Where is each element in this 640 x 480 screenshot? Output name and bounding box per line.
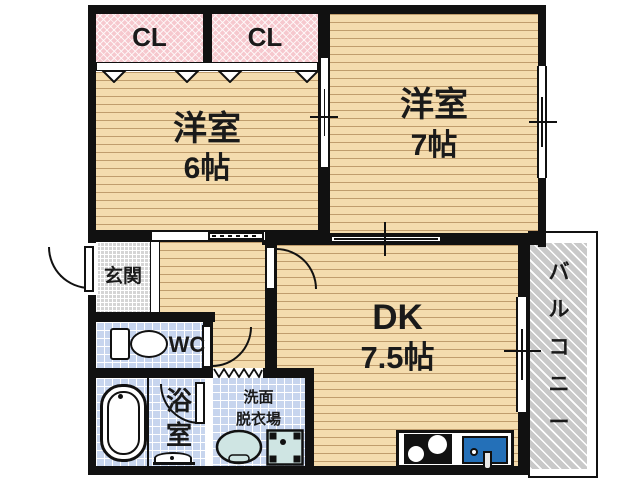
wall-top bbox=[88, 5, 546, 14]
bathroom-door-leaf bbox=[195, 382, 205, 424]
stove-burner-large bbox=[428, 435, 447, 454]
balcony-area bbox=[528, 231, 598, 478]
entrance-step bbox=[150, 242, 160, 312]
toilet-label: WC bbox=[168, 332, 206, 357]
bathroom-label-char: 室 bbox=[165, 419, 192, 450]
bedroom-right-window-tick bbox=[529, 121, 557, 123]
bath-counter-base bbox=[153, 462, 195, 465]
entrance-label: 玄関 bbox=[103, 266, 142, 287]
wall-washroom-east bbox=[305, 370, 314, 466]
bath-partition-line bbox=[147, 378, 149, 466]
balcony-sliding-window-tick bbox=[504, 350, 541, 352]
closet-left-label: CL bbox=[132, 22, 167, 52]
entrance-floor bbox=[96, 242, 150, 312]
dk-floor bbox=[277, 245, 518, 466]
closet-left-floor bbox=[96, 14, 203, 62]
bedroom-left-name: 洋室 bbox=[173, 110, 241, 148]
kitchen-sink-drain bbox=[470, 448, 478, 456]
washbasin-icon bbox=[215, 429, 263, 465]
bedroom-divider-window-tick bbox=[310, 116, 338, 118]
kitchen-faucet bbox=[483, 451, 492, 470]
balcony-label: バ ル コ ニ ー bbox=[545, 254, 573, 441]
closet-right-floor bbox=[212, 14, 318, 62]
balcony-label-char: ー bbox=[548, 410, 570, 434]
window-mullion bbox=[323, 88, 325, 137]
washroom-folding-door-icon bbox=[213, 368, 263, 378]
balcony-label-char: ニ bbox=[548, 373, 570, 397]
wall-entrance-south bbox=[88, 312, 215, 322]
dk-door-leaf bbox=[265, 246, 276, 290]
balcony-label-char: コ bbox=[548, 335, 570, 359]
closet-folding-door-icon bbox=[100, 70, 318, 83]
toilet-door-leaf bbox=[202, 325, 212, 368]
washing-machine-icon bbox=[266, 429, 304, 466]
dk-size: 7.5帖 bbox=[360, 340, 435, 375]
wall-bottom bbox=[88, 466, 528, 475]
bedroom-right-floor bbox=[330, 14, 538, 233]
bedroom-right-name: 洋室 bbox=[400, 86, 468, 124]
bathroom-label: 浴 室 bbox=[162, 385, 196, 453]
balcony-sliding-window bbox=[516, 297, 528, 412]
bedroom-left-sliding-panel bbox=[208, 232, 264, 240]
bedroom-divider-window bbox=[319, 58, 330, 167]
dk-sliding-door bbox=[332, 235, 440, 243]
washroom-label-line2: 脱衣場 bbox=[235, 411, 281, 428]
bedroom-right-size: 7帖 bbox=[410, 129, 458, 162]
balcony-label-char: ル bbox=[548, 298, 570, 322]
dk-sliding-door-tick bbox=[384, 222, 386, 256]
washroom-label-line1: 洗面 bbox=[243, 389, 274, 406]
toilet-bowl bbox=[130, 330, 168, 358]
wall-toilet-south bbox=[88, 368, 215, 378]
closet-door-track bbox=[96, 62, 318, 71]
bedroom-left-size: 6帖 bbox=[183, 152, 231, 185]
bathroom-label-char: 浴 bbox=[165, 386, 192, 416]
front-door-leaf bbox=[84, 246, 94, 292]
dk-name: DK bbox=[372, 298, 423, 337]
toilet-tank bbox=[110, 328, 130, 360]
balcony-label-char: バ bbox=[548, 261, 570, 284]
wall-closet-divider bbox=[203, 14, 212, 62]
bathtub-drain bbox=[118, 394, 123, 399]
balcony-deck bbox=[530, 243, 587, 469]
bedroom-left-floor bbox=[96, 72, 318, 230]
closet-right-label: CL bbox=[247, 22, 283, 52]
window-mullion bbox=[521, 329, 523, 380]
hallway-floor bbox=[160, 242, 265, 320]
stove-burner-small bbox=[408, 446, 424, 462]
bath-counter-drain bbox=[170, 456, 174, 460]
bathtub-inner bbox=[107, 391, 140, 455]
